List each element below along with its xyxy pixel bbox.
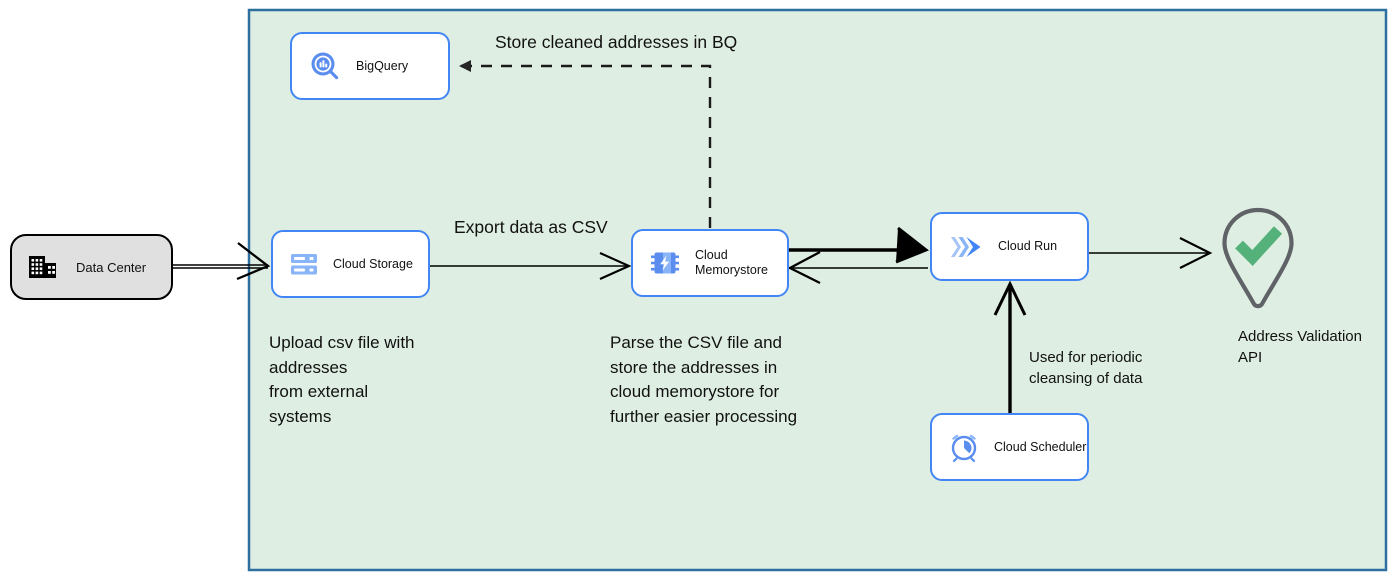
cloud-storage-icon bbox=[289, 249, 319, 279]
edge-cloudrun-to-address-validation bbox=[1089, 237, 1213, 269]
edge-scheduler-to-cloudrun bbox=[993, 280, 1027, 413]
node-cloud-storage[interactable]: Cloud Storage bbox=[271, 230, 430, 298]
edge-memorystore-to-cloudrun bbox=[787, 226, 929, 285]
edge-label-periodic-cleansing: Used for periodic cleansing of data bbox=[1029, 349, 1143, 387]
node-label-cloud-run: Cloud Run bbox=[998, 239, 1058, 253]
node-cloud-scheduler[interactable]: Cloud Scheduler bbox=[930, 413, 1089, 481]
node-label-data-center: Data Center bbox=[76, 259, 147, 275]
node-bigquery[interactable]: BigQuery bbox=[290, 32, 450, 100]
office-building-icon bbox=[28, 253, 58, 281]
cloud-run-icon bbox=[948, 232, 984, 262]
cloud-memorystore-icon bbox=[649, 247, 681, 279]
cloud-scheduler-icon bbox=[948, 431, 980, 463]
edge-datacenter-to-storage bbox=[173, 242, 271, 281]
gcp-project-boundary bbox=[247, 8, 1388, 572]
map-pin-check-icon bbox=[1222, 207, 1294, 309]
node-address-validation-api[interactable] bbox=[1218, 206, 1300, 312]
node-label-bigquery: BigQuery bbox=[356, 58, 409, 73]
bigquery-icon bbox=[308, 49, 342, 83]
edge-label-export-data-as-csv: Export data as CSV bbox=[454, 217, 608, 237]
node-data-center[interactable]: Data Center bbox=[10, 234, 173, 300]
edge-storage-to-memorystore bbox=[430, 252, 632, 280]
caption-upload-csv: Upload csv file with addresses from exte… bbox=[269, 333, 415, 426]
caption-parse-csv: Parse the CSV file and store the address… bbox=[610, 333, 798, 426]
node-label-cloud-scheduler: Cloud Scheduler bbox=[994, 439, 1087, 454]
node-label-address-validation-api: Address Validation API bbox=[1238, 328, 1362, 366]
node-label-cloud-storage: Cloud Storage bbox=[333, 256, 413, 271]
node-label-cloud-memorystore: Cloud Memorystore bbox=[695, 248, 768, 277]
edge-cloudrun-to-bigquery bbox=[459, 60, 712, 228]
edge-label-store-cleaned-addresses: Store cleaned addresses in BQ bbox=[495, 32, 738, 52]
node-cloud-memorystore[interactable]: Cloud Memorystore bbox=[631, 229, 789, 297]
node-cloud-run[interactable]: Cloud Run bbox=[930, 212, 1089, 281]
